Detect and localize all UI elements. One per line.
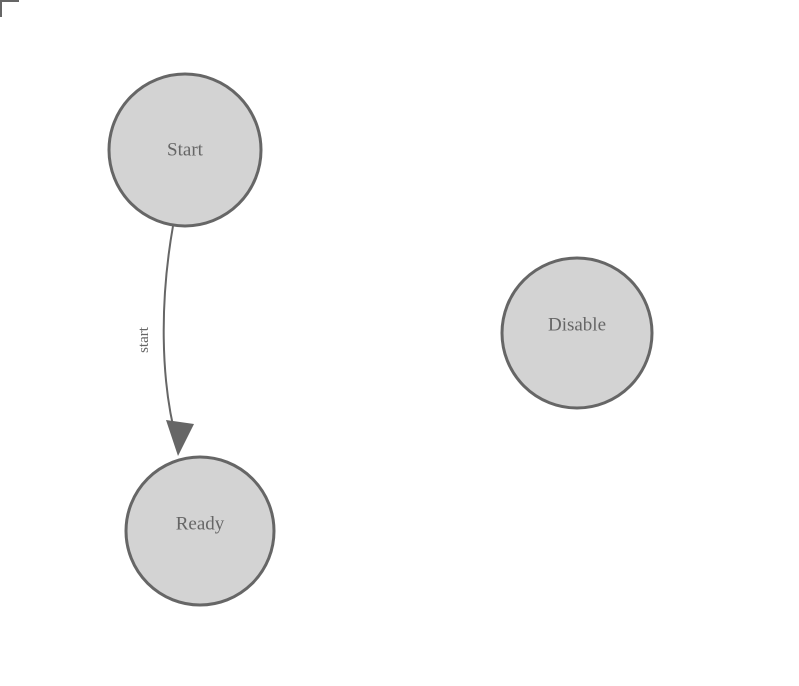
edge-label-start: start <box>136 326 152 353</box>
state-node-ready-label: Ready <box>176 513 225 534</box>
state-node-ready[interactable]: Ready <box>124 455 276 607</box>
state-node-disable-shape[interactable] <box>500 256 654 410</box>
state-node-ready-shape[interactable] <box>124 455 276 607</box>
state-node-start[interactable]: Start <box>107 72 263 228</box>
edge-path <box>162 225 178 443</box>
edge-start-to-ready[interactable]: start <box>136 225 194 456</box>
canvas-origin-marker-icon <box>0 0 19 17</box>
state-node-disable[interactable]: Disable <box>500 256 654 410</box>
state-node-start-shape[interactable] <box>107 72 263 228</box>
arrowhead-icon <box>166 420 194 456</box>
state-node-disable-label: Disable <box>548 314 606 335</box>
state-node-start-label: Start <box>167 139 204 160</box>
